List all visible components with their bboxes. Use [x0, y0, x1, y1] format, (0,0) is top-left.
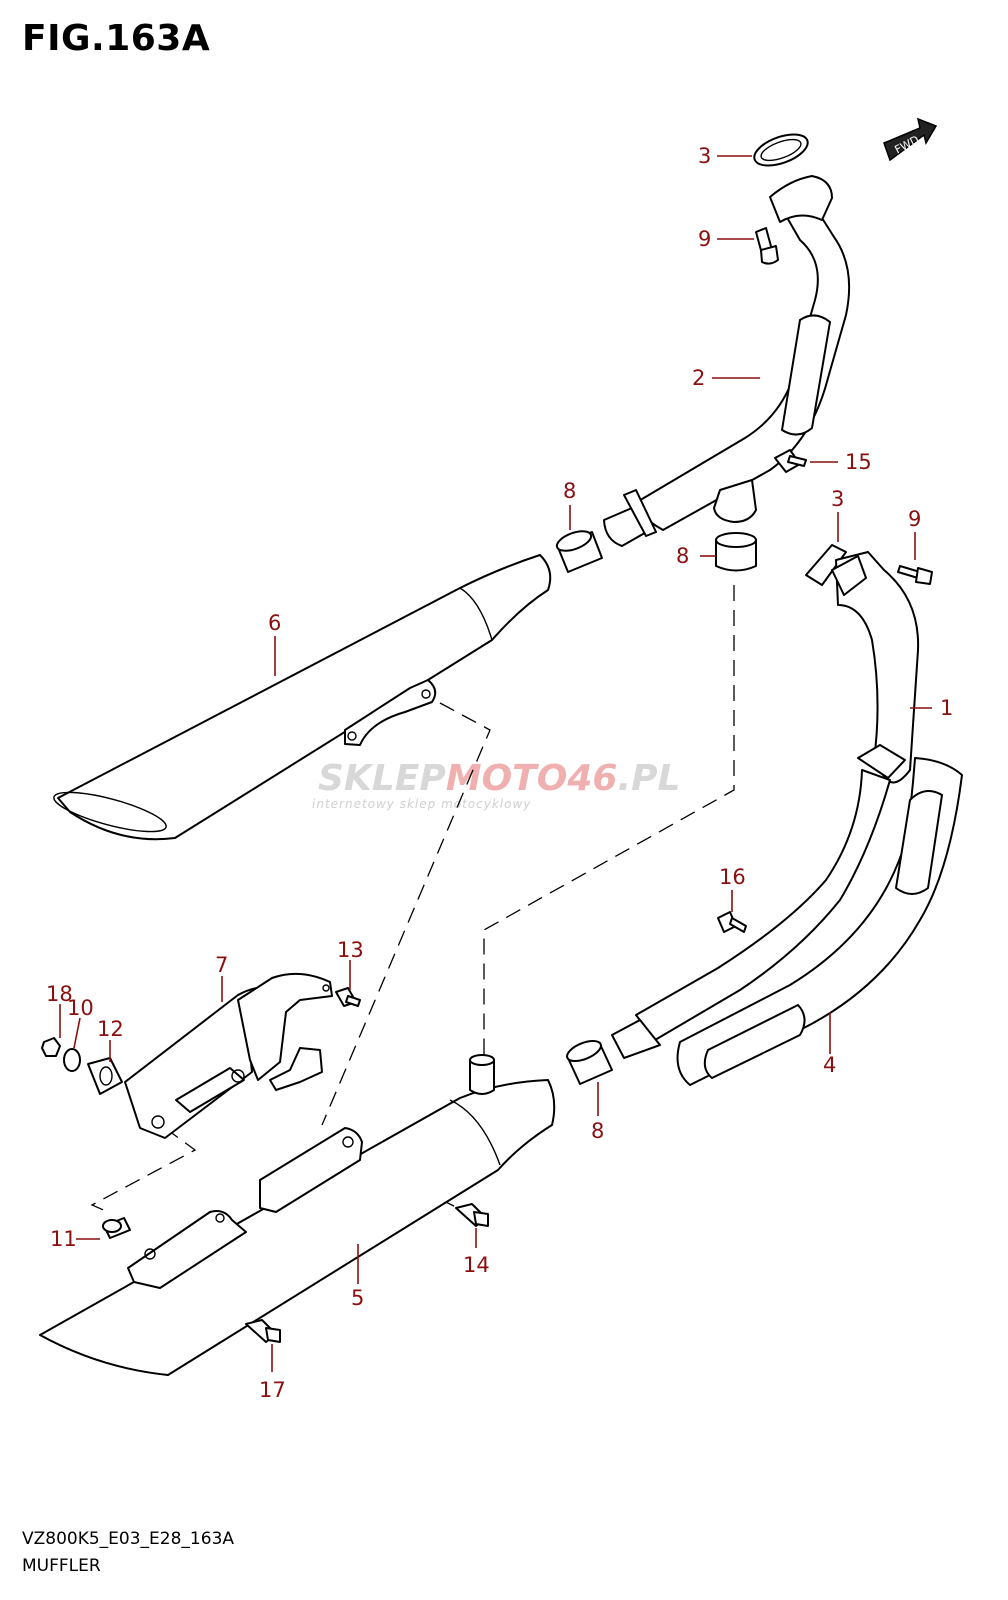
- callout-16: 16: [719, 865, 746, 889]
- bolt-14: [774, 449, 807, 473]
- fwd-arrow-icon: FWD: [883, 117, 938, 162]
- diagram-name: MUFFLER: [22, 1556, 101, 1576]
- gasket-ring: [753, 133, 809, 167]
- washer-11: [102, 1217, 131, 1239]
- callout-14: 15: [845, 450, 872, 474]
- callout-3-top: 3: [698, 144, 711, 168]
- svg-text:FWD: FWD: [893, 133, 922, 157]
- rear-exhaust-pipe: [611, 551, 920, 1059]
- callout-12: 12: [97, 1017, 124, 1041]
- figure-title: FIG.163A: [22, 18, 211, 59]
- bolt-13: [335, 987, 361, 1007]
- bolt-16: [717, 911, 747, 933]
- callout-4: 4: [823, 1053, 836, 1077]
- heat-cover: [676, 757, 963, 1086]
- callout-10: 10: [67, 996, 94, 1020]
- nut-18: [41, 1037, 61, 1057]
- callout-5: 5: [351, 1286, 364, 1310]
- lower-muffler: [39, 1054, 556, 1376]
- bolt-9-lower: [897, 565, 933, 585]
- callout-leaders: [59, 155, 932, 1372]
- callout-6: 6: [268, 611, 281, 635]
- front-exhaust-pipe: [603, 133, 851, 547]
- bracket: [124, 972, 333, 1139]
- svg-text:internetowy sklep motocyklowy: internetowy sklep motocyklowy: [312, 797, 531, 811]
- sleeve-8-lower: [566, 1039, 613, 1085]
- callout-labels: 3 9 2 15 8 8 3 9 1 6 16 13 7 18 10 12 4 …: [46, 144, 953, 1402]
- callout-18: 18: [46, 982, 73, 1006]
- callout-8-upper: 8: [563, 479, 576, 503]
- watermark: SKLEPMOTO46.PL internetowy sklep motocyk…: [312, 758, 680, 811]
- callout-1: 1: [940, 696, 953, 720]
- sleeve-8-upper: [555, 530, 603, 573]
- callout-15: 14: [463, 1253, 490, 1277]
- sleeve-8-vertical: [715, 532, 757, 572]
- bolt-15: [455, 1203, 489, 1227]
- callout-2: 2: [692, 366, 705, 390]
- svg-text:SKLEPMOTO46.PL: SKLEPMOTO46.PL: [318, 758, 680, 799]
- upper-muffler: [53, 554, 552, 841]
- callout-8-lower: 8: [591, 1119, 604, 1143]
- callout-3-lower: 3: [831, 487, 844, 511]
- callout-8-vertical: 8: [676, 544, 689, 568]
- callout-7: 7: [215, 953, 228, 977]
- callout-11: 11: [50, 1227, 77, 1251]
- diagram-code: VZ800K5_E03_E28_163A: [22, 1529, 235, 1549]
- callout-9-top: 9: [698, 227, 711, 251]
- gasket-3-lower: [805, 544, 847, 586]
- callout-17: 17: [259, 1378, 286, 1402]
- washer-10: [63, 1048, 81, 1072]
- callout-9-lower: 9: [908, 507, 921, 531]
- callout-13: 13: [337, 938, 364, 962]
- bolt-17: [245, 1319, 281, 1343]
- bolt-9-upper: [755, 227, 779, 265]
- cushion-12: [87, 1057, 123, 1095]
